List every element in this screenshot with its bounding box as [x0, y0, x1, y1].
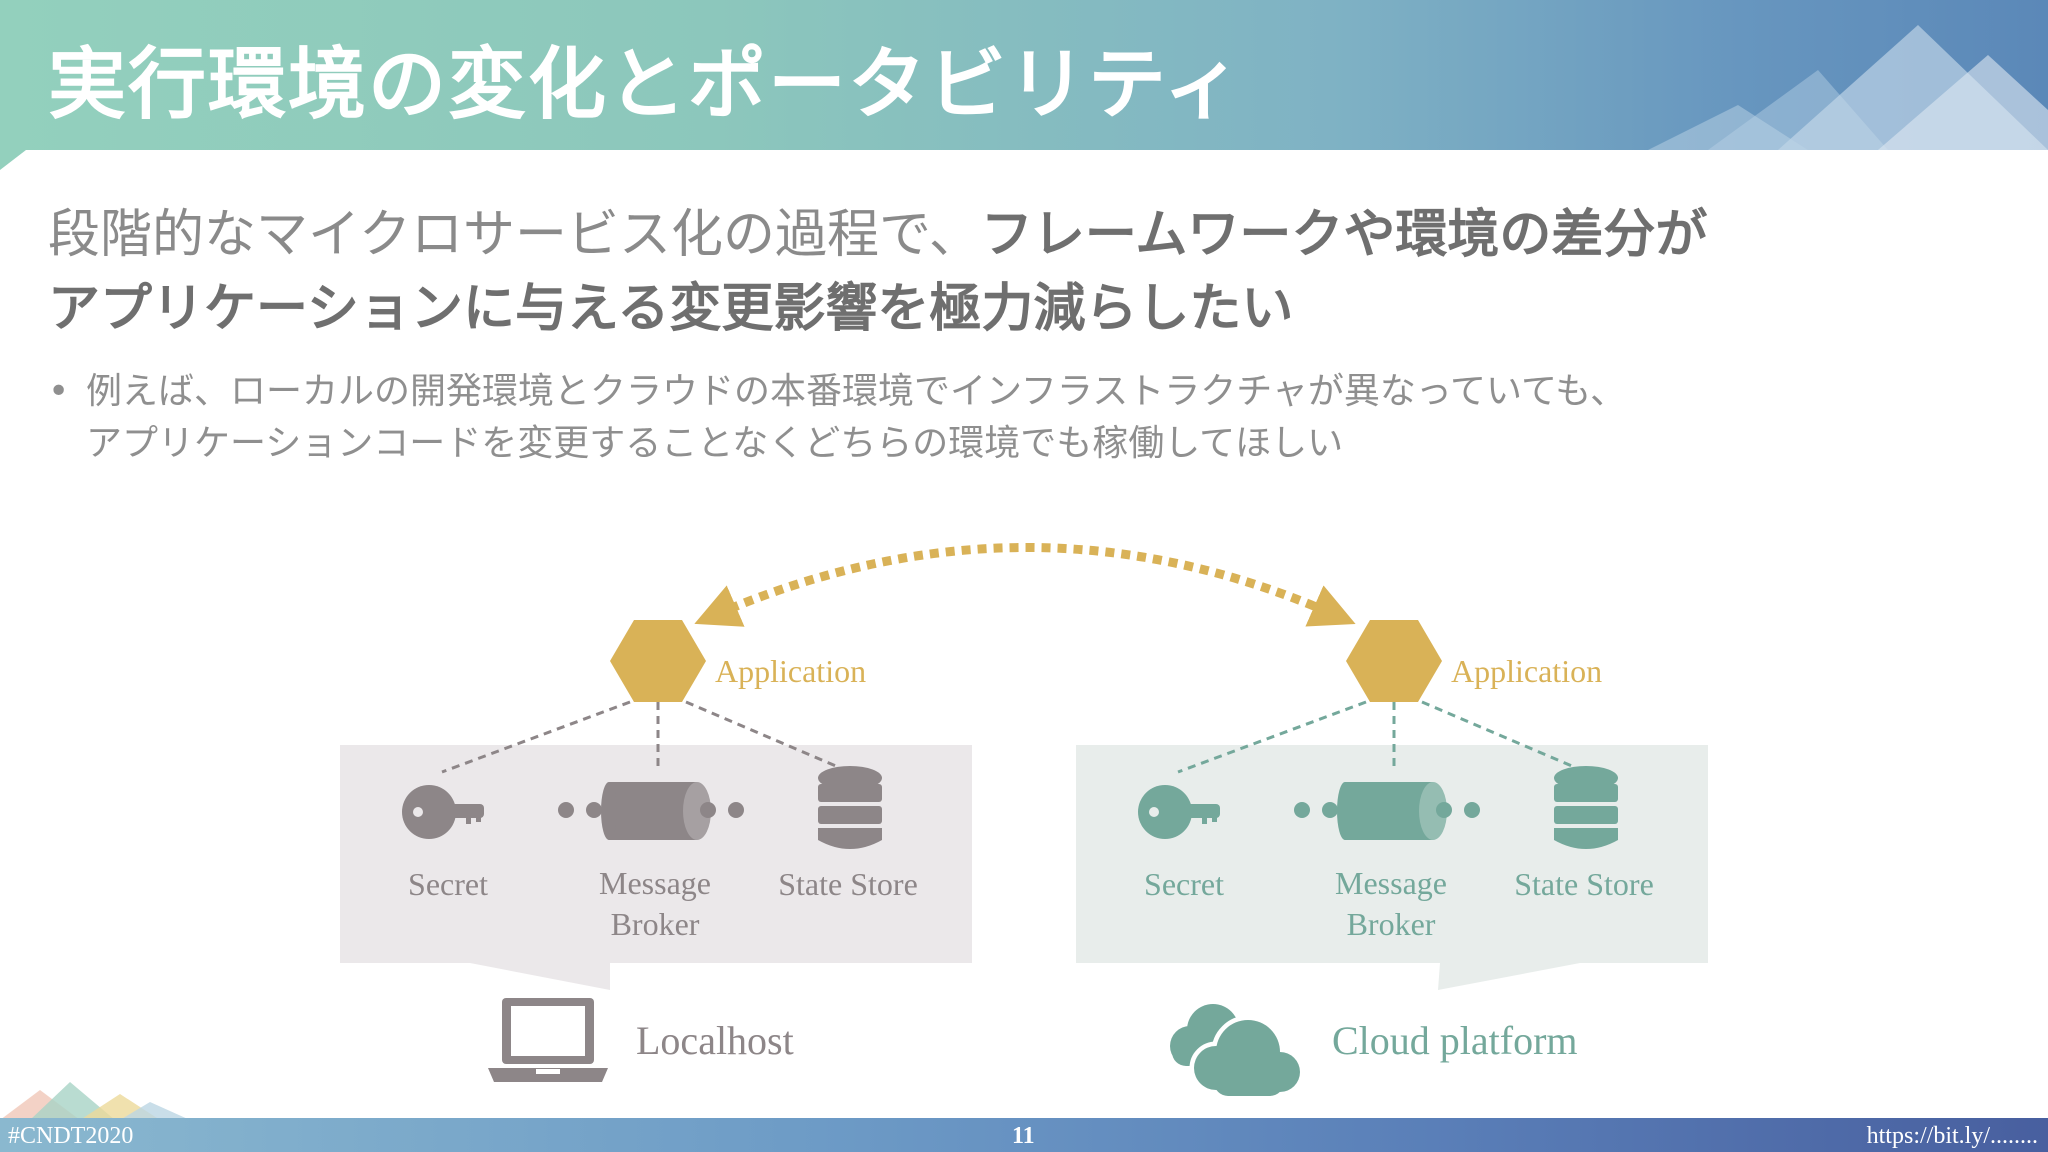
local-secret-label: Secret	[408, 866, 488, 902]
slide-heading: 段階的なマイクロサービス化の過程で、フレームワークや環境の差分が アプリケーショ…	[48, 198, 2008, 346]
cloud-panel-callout	[1438, 963, 1580, 990]
cloud-state-store-database-icon	[1554, 766, 1618, 849]
bullet-line-1: 例えば、ローカルの開発環境とクラウドの本番環境でインフラストラクチャが異なってい…	[86, 371, 1627, 412]
bullet-line-2: アプリケーションコードを変更することなくどちらの環境でも稼働してほしい	[86, 423, 1344, 464]
local-state-store-database-icon	[818, 766, 882, 849]
footer-mountain-decoration-icon	[0, 1082, 190, 1120]
laptop-icon	[488, 998, 608, 1082]
portability-diagram: Application Secret Message Broker	[340, 543, 1708, 1097]
slide-title: 実行環境の変化とポータビリティ	[48, 40, 1244, 130]
cloud-broker-label-1: Message	[1335, 865, 1447, 901]
cloud-environment: Application Secret Message Broker	[1076, 620, 1708, 1097]
local-application-label: Application	[715, 653, 866, 689]
page-number: 11	[1012, 1123, 1035, 1149]
cloud-application-label: Application	[1451, 653, 1602, 689]
heading-plain-text: 段階的なマイクロサービス化の過程で、	[48, 205, 981, 265]
footer-hashtag: #CNDT2020	[8, 1123, 134, 1149]
title-banner: 実行環境の変化とポータビリティ	[0, 0, 2048, 150]
cloud-application-hexagon-icon	[1346, 620, 1442, 702]
footer-bar	[0, 1118, 2048, 1152]
local-broker-label-2: Broker	[611, 906, 700, 942]
heading-bold-text-1: フレームワークや環境の差分が	[980, 205, 1708, 265]
local-environment: Application Secret Message Broker	[340, 620, 972, 1082]
banner-notch	[0, 150, 26, 170]
cloud-state-store-label: State Store	[1514, 866, 1654, 902]
cloud-secret-label: Secret	[1144, 866, 1224, 902]
local-state-store-label: State Store	[778, 866, 918, 902]
local-application-hexagon-icon	[610, 620, 706, 702]
cloud-icon	[1170, 1004, 1305, 1097]
local-message-broker-icon	[558, 782, 744, 840]
cloud-broker-label-2: Broker	[1347, 906, 1436, 942]
mountain-decoration-icon	[1648, 25, 2048, 150]
local-panel-callout	[470, 963, 610, 990]
bullet-point: • 例えば、ローカルの開発環境とクラウドの本番環境でインフラストラクチャが異なっ…	[48, 366, 2008, 470]
cloud-secret-key-icon	[1138, 785, 1220, 839]
cloud-message-broker-icon	[1294, 782, 1480, 840]
local-secret-key-icon	[402, 785, 484, 839]
footer-url-link[interactable]: https://bit.ly/........	[1866, 1123, 2038, 1149]
portability-arrow	[694, 543, 1356, 627]
cloud-platform-label: Cloud platform	[1332, 1018, 1578, 1063]
local-broker-label-1: Message	[599, 865, 711, 901]
bullet-dot: •	[48, 371, 70, 412]
localhost-label: Localhost	[636, 1018, 794, 1063]
heading-bold-text-2: アプリケーションに与える変更影響を極力減らしたい	[48, 279, 1294, 339]
